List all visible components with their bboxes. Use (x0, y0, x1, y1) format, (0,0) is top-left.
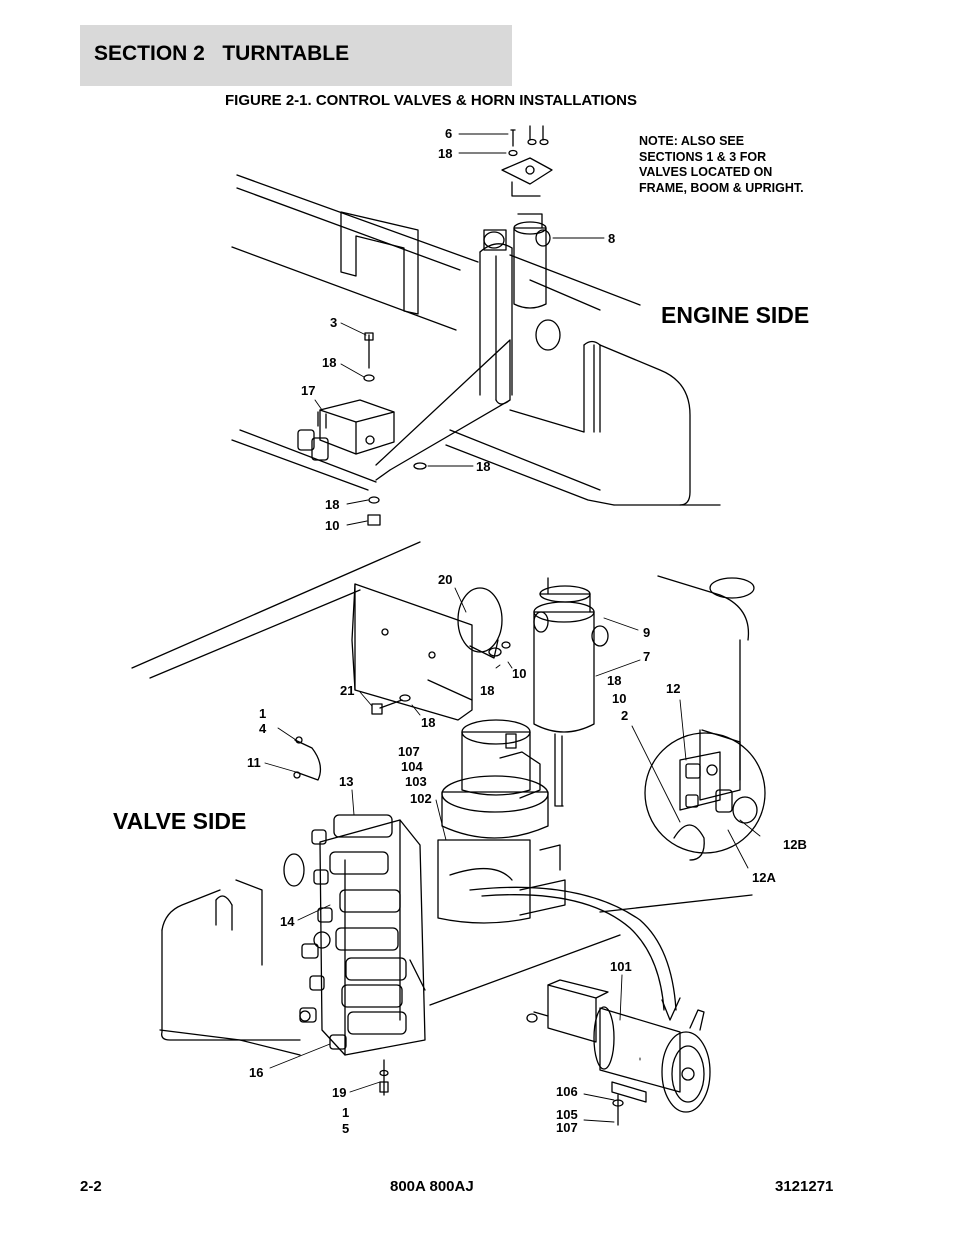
callout-5: 5 (342, 1121, 350, 1136)
leader-lines-bottom (265, 588, 760, 1122)
callout-104: 104 (401, 759, 423, 774)
callout-103: 103 (405, 774, 427, 789)
callout-1: 1 (342, 1105, 350, 1120)
callout-106: 106 (556, 1084, 578, 1099)
valve-17 (298, 400, 394, 460)
valve-bank (300, 815, 425, 1055)
filter-7 (534, 578, 608, 806)
callout-107: 107 (398, 744, 420, 759)
callout-9: 9 (643, 625, 651, 640)
callout-107: 107 (556, 1120, 578, 1135)
callout-16: 16 (249, 1065, 264, 1080)
callout-10: 10 (512, 666, 527, 681)
note-line: SECTIONS 1 & 3 FOR (639, 149, 767, 164)
leader-lines-top (315, 134, 604, 525)
callout-1: 1 (259, 706, 267, 721)
footer-doc-number: 3121271 (775, 1178, 834, 1195)
callout-18: 18 (480, 683, 495, 698)
note-line: VALVES LOCATED ON (639, 165, 773, 179)
callout-10: 10 (612, 691, 627, 706)
callout-3: 3 (330, 315, 338, 330)
callout-18: 18 (421, 715, 436, 730)
footer-models: 800A 800AJ (390, 1178, 474, 1195)
callout-12: 12 (666, 681, 681, 696)
footer-page-number: 2-2 (80, 1178, 102, 1195)
callout-8: 8 (608, 231, 616, 246)
note-line: FRAME, BOOM & UPRIGHT. (639, 180, 804, 195)
valve-side-label: VALVE SIDE (113, 808, 247, 834)
bracket-20 (352, 584, 510, 720)
filter-8 (502, 158, 552, 308)
detail-circle (645, 730, 765, 860)
callout-102: 102 (410, 791, 432, 806)
callout-10: 10 (325, 518, 340, 533)
figure-title: FIGURE 2-1. CONTROL VALVES & HORN INSTAL… (225, 92, 637, 109)
section-title: SECTION 2 TURNTABLE (94, 42, 350, 65)
engine-side-bracket (376, 230, 512, 480)
callout-12a: 12A (752, 870, 776, 885)
callout-101: 101 (610, 959, 632, 974)
callout-6: 6 (445, 126, 453, 141)
valve-side-frame (132, 542, 754, 1055)
callout-14: 14 (280, 914, 295, 929)
callout-13: 13 (339, 774, 354, 789)
note-line: NOTE: ALSO SEE (639, 134, 745, 148)
callout-18: 18 (476, 459, 491, 474)
horn-101 (527, 980, 710, 1112)
pump-assembly (438, 720, 565, 923)
hardware-top (364, 126, 548, 525)
callout-2: 2 (621, 708, 629, 723)
callout-105: 105 (556, 1107, 578, 1122)
callout-7: 7 (643, 649, 651, 664)
callout-4: 4 (259, 721, 267, 736)
engine-side-frame (232, 175, 720, 505)
hardware-bottom (294, 695, 623, 1125)
section-header-band (80, 25, 512, 86)
callout-18: 18 (438, 146, 453, 161)
note-block: NOTE: ALSO SEE SECTIONS 1 & 3 FOR VALVES… (639, 134, 829, 196)
callout-18: 18 (607, 673, 622, 688)
callout-20: 20 (438, 572, 453, 587)
curved-hose (470, 887, 680, 1020)
callout-18: 18 (322, 355, 337, 370)
callout-21: 21 (340, 683, 355, 698)
callout-12b: 12B (783, 837, 807, 852)
callout-11: 11 (247, 755, 261, 770)
callout-18: 18 (325, 497, 340, 512)
callout-17: 17 (301, 383, 316, 398)
callout-19: 19 (332, 1085, 347, 1100)
engine-side-label: ENGINE SIDE (661, 302, 810, 328)
